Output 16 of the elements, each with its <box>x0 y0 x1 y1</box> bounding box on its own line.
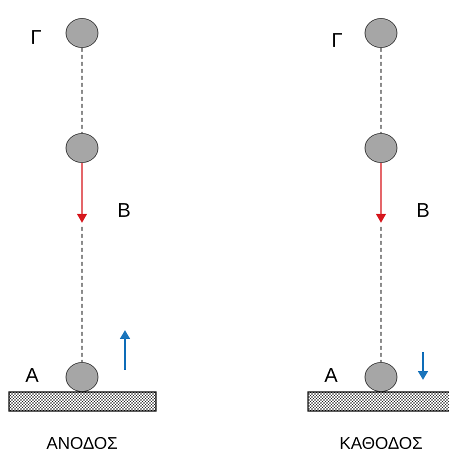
point-letter: Β <box>418 203 429 217</box>
ball <box>364 18 398 48</box>
ball <box>364 362 398 392</box>
point-letter: Α <box>25 368 39 382</box>
point-letter: Γ <box>32 30 41 44</box>
dashed-line <box>380 226 382 363</box>
ball <box>66 133 98 163</box>
point-letter: Γ <box>333 33 342 47</box>
point-letter: Α <box>324 368 338 382</box>
ball <box>364 133 398 163</box>
dashed-line <box>380 47 382 134</box>
caption: ΚΑΘΟΔΟΣ <box>340 436 422 450</box>
ball <box>66 362 98 392</box>
caption: ΑΝΟΔΟΣ <box>46 436 117 450</box>
point-letter: Β <box>118 203 130 217</box>
ball <box>66 18 98 48</box>
